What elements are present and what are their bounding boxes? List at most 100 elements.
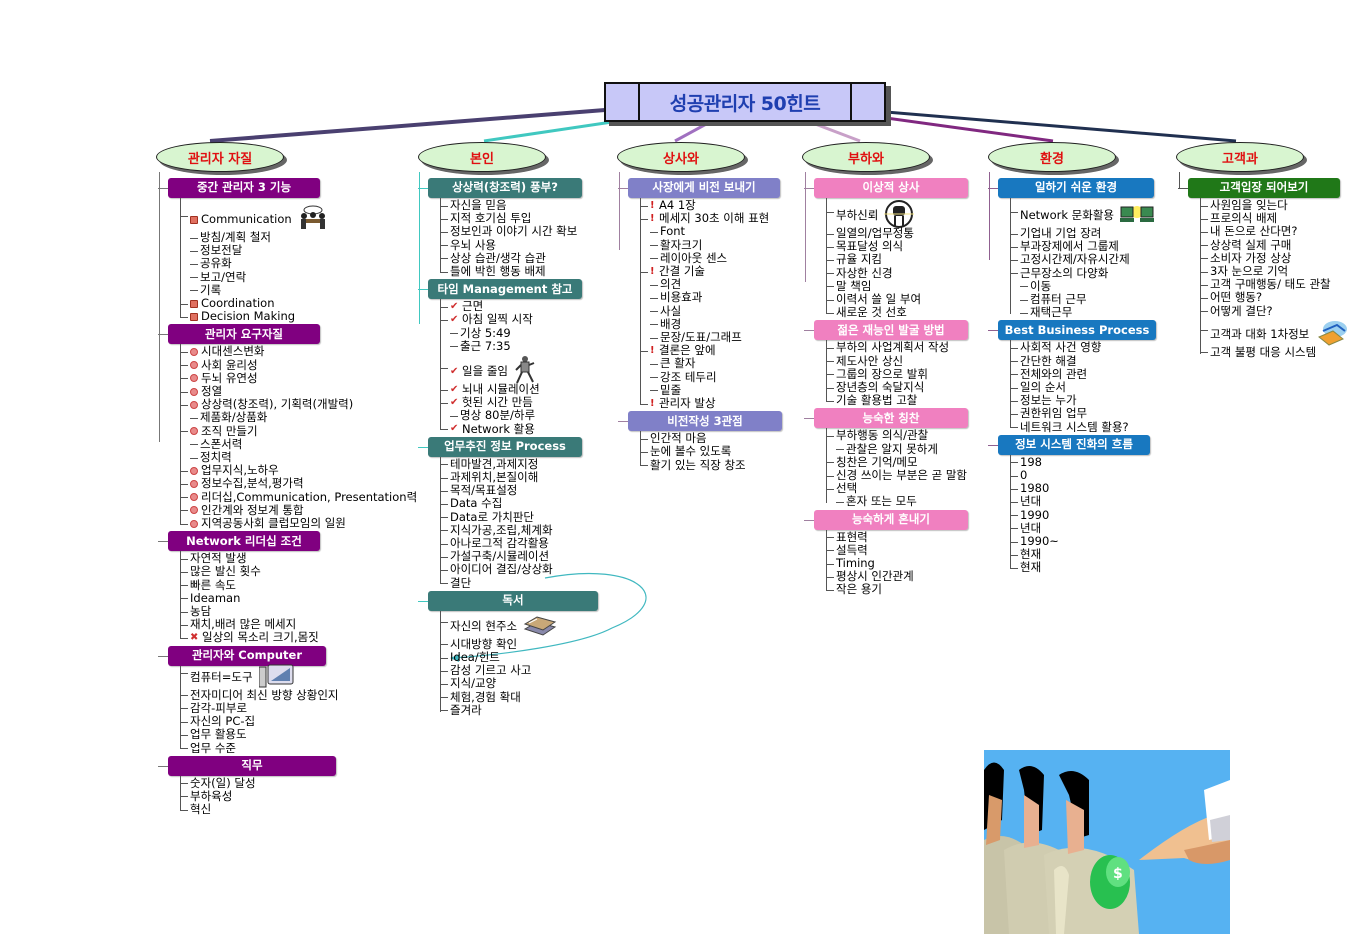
list-item[interactable]: 선택 [826,482,968,495]
subtopic-node[interactable]: 관리자 요구자질 [158,324,320,345]
subtopic-node[interactable]: 사장에게 비전 보내기 [618,178,780,198]
list-item[interactable]: ✔일을 줄임 [440,356,598,384]
list-item[interactable]: 년대 [1010,521,1156,535]
list-item[interactable]: 많은 발신 횟수 [180,565,417,578]
subtopic-node[interactable]: 직무 [158,755,336,776]
list-item[interactable]: 인간계와 정보계 통합 [180,503,417,517]
list-item[interactable]: 근무장소의 다양화 [1010,266,1156,280]
list-item[interactable]: 스폰서력 [190,437,417,451]
topic-node[interactable]: 본인 [418,142,546,172]
list-item[interactable]: 공유화 [190,257,417,270]
list-item[interactable]: 일열의/업무정통 [826,226,968,240]
list-item[interactable]: 간단한 해결 [1010,354,1156,368]
list-item[interactable]: 업무지식,노하우 [180,464,417,477]
list-item[interactable]: 농담 [180,604,417,618]
list-item[interactable]: 혁신 [180,802,417,816]
list-item[interactable]: 빠른 속도 [180,578,417,592]
list-item[interactable]: 고객 불평 대응 시스템 [1200,345,1349,359]
list-item[interactable]: 네트워크 시스템 활용? [1010,420,1156,434]
list-item[interactable]: 장년층의 숙달지식 [826,380,968,394]
list-item[interactable]: 부하행동 의식/관찰 [826,429,968,442]
list-item[interactable]: 목표달성 의식 [826,240,968,253]
list-item[interactable]: 그룹의 장으로 발휘 [826,367,968,381]
list-item[interactable]: 정보는 누가 [1010,394,1156,407]
list-item[interactable]: 컴퓨터=도구 [180,664,417,689]
list-item[interactable]: 재치,배려 많은 메세지 [180,618,417,631]
list-item[interactable]: Ideaman [180,591,417,605]
list-item[interactable]: 현재 [1010,561,1156,574]
topic-node[interactable]: 상사와 [617,142,745,172]
list-item[interactable]: 사회적 사건 영향 [1010,341,1156,354]
list-item[interactable]: 198 [1010,455,1156,469]
list-item[interactable]: 즐겨라 [440,703,598,717]
list-item[interactable]: 기상 5:49 [450,326,598,340]
list-item[interactable]: 현재 [1010,548,1156,561]
list-item[interactable]: !결론은 앞에 [640,344,782,357]
list-item[interactable]: 지식/교양 [440,677,598,690]
list-item[interactable]: 일의 순서 [1010,380,1156,394]
subtopic-node[interactable]: 고객입장 되어보기 [1178,178,1340,198]
list-item[interactable]: 사실 [650,304,782,318]
list-item[interactable]: 출근 7:35 [450,339,598,353]
list-item[interactable]: 자신의 PC-집 [180,714,417,728]
list-item[interactable]: 아나로그적 감각활용 [440,536,598,550]
list-item[interactable]: Font [650,225,782,238]
list-item[interactable]: 업무 수준 [180,741,417,755]
list-item[interactable]: 상상력 실제 구매 [1200,238,1349,252]
list-item[interactable]: 자신의 현주소 [440,616,598,638]
central-topic[interactable]: 성공관리자 50힌트 [604,82,886,122]
list-item[interactable]: 관찰은 알지 못하게 [836,442,968,456]
list-item[interactable]: 조직 만들기 [180,424,417,438]
list-item[interactable]: 의견 [650,278,782,291]
list-item[interactable]: 지식가공,조립,체계화 [440,523,598,537]
subtopic-node[interactable]: Best Business Process [988,320,1156,341]
list-item[interactable]: 문장/도표/그래프 [650,330,782,344]
list-item[interactable]: 어떻게 결단? [1200,304,1349,318]
subtopic-node[interactable]: 정보 시스템 진화의 흐름 [988,434,1150,455]
list-item[interactable]: 말 책임 [826,279,968,293]
list-item[interactable]: 제도사안 상신 [826,354,968,368]
list-item[interactable]: 명상 80분/하루 [450,409,598,422]
list-item[interactable]: 평상시 인간관계 [826,570,968,583]
list-item[interactable]: 지역공동사회 클럽모임의 일원 [180,516,417,530]
list-item[interactable]: ✔뇌내 시뮬레이션 [440,382,598,396]
list-item[interactable]: 정보전달 [190,244,417,257]
list-item[interactable]: 기술 활용법 고찰 [826,394,968,407]
list-item[interactable]: 전체와의 관련 [1010,367,1156,381]
list-item[interactable]: 정열 [180,384,417,398]
subtopic-node[interactable]: 이상적 상사 [804,178,968,198]
topic-node[interactable]: 관리자 자질 [156,142,284,172]
list-item[interactable]: Decision Making [180,310,417,323]
list-item[interactable]: 소비자 가정 상상 [1200,251,1349,265]
list-item[interactable]: 목적/목표설정 [440,484,598,497]
list-item[interactable]: 0 [1010,468,1156,482]
list-item[interactable]: 눈에 볼수 있도록 [640,445,782,458]
list-item[interactable]: 고정시간제/자유시간제 [1010,253,1156,266]
list-item[interactable]: 권한위임 업무 [1010,407,1156,420]
list-item[interactable]: 프로의식 배제 [1200,212,1349,225]
list-item[interactable]: 틀에 박힌 행동 배제 [440,264,598,278]
list-item[interactable]: 시대센스변화 [180,345,417,358]
list-item[interactable]: 상상 습관/생각 습관 [440,251,598,265]
list-item[interactable]: 규율 지킴 [826,253,968,266]
list-item[interactable]: !메세지 30초 이해 표현 [640,212,782,225]
list-item[interactable]: 정치력 [190,450,417,464]
list-item[interactable]: 큰 활자 [650,357,782,370]
subtopic-node[interactable]: Network 리더십 조건 [158,531,320,552]
subtopic-node[interactable]: 능숙한 칭찬 [804,408,968,429]
list-item[interactable]: 컴퓨터 근무 [1020,292,1156,306]
list-item[interactable]: 상상력(창조력), 기획력(개발력) [180,398,417,411]
list-item[interactable]: 보고/연락 [190,270,417,284]
list-item[interactable]: 재택근무 [1020,306,1156,319]
list-item[interactable]: 과제위치,본질이해 [440,470,598,484]
subtopic-node[interactable]: 비전작성 3관점 [618,411,782,432]
list-item[interactable]: Coordination [180,296,417,310]
subtopic-node[interactable]: 타임 Management 참고 [418,279,582,300]
list-item[interactable]: 칭찬은 기억/메모 [826,455,968,469]
list-item[interactable]: !관리자 발상 [640,396,782,410]
list-item[interactable]: 부과장제에서 그룹제 [1010,240,1156,253]
list-item[interactable]: 밑줄 [650,383,782,397]
list-item[interactable]: 내 돈으로 산다면? [1200,225,1349,238]
list-item[interactable]: 숫자(일) 달성 [180,776,417,790]
list-item[interactable]: 강조 테두리 [650,370,782,384]
